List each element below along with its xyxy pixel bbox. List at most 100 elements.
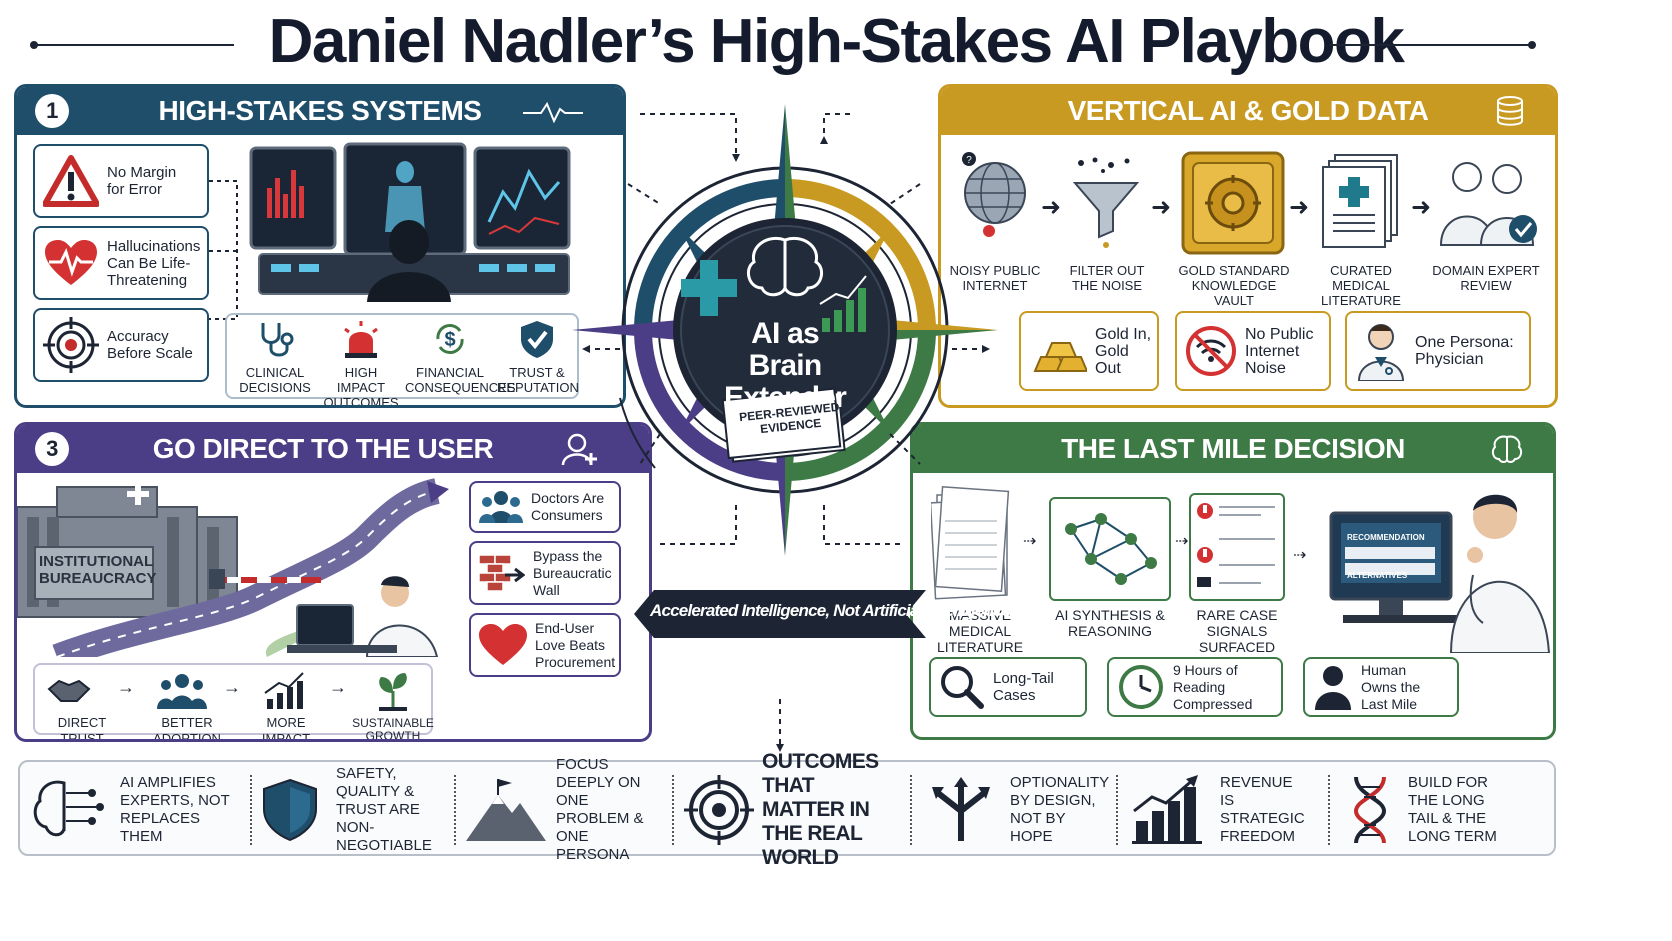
flow-label: GOLD STANDARD KNOWLEDGE VAULT bbox=[1178, 263, 1290, 308]
item-financial: $ FINANCIAL CONSEQUENCES bbox=[405, 319, 516, 395]
card-label: No Margin for Error bbox=[107, 164, 177, 198]
principle-outcomes: OUTCOMES THAT MATTER IN THE REAL WORLD bbox=[684, 750, 904, 869]
principle-label: BUILD FOR THE LONG TAIL & THE LONG TERM bbox=[1408, 774, 1497, 845]
principle-safety: SAFETY, QUALITY & TRUST ARE NON-NEGOTIAB… bbox=[260, 765, 456, 854]
center-title-line2: Brain Extender bbox=[724, 349, 847, 414]
panel-high-stakes-systems: 1 HIGH-STAKES SYSTEMS No Margin for Erro… bbox=[14, 84, 626, 408]
item-high-impact: HIGH IMPACT OUTCOMES bbox=[319, 319, 403, 405]
stethoscope-icon bbox=[261, 323, 294, 357]
title-rule-right bbox=[1330, 44, 1530, 46]
flow-arrow: ➜ bbox=[1151, 194, 1172, 221]
add-user-icon bbox=[561, 433, 597, 466]
clock-icon bbox=[1117, 663, 1165, 711]
principle-long-tail: BUILD FOR THE LONG TAIL & THE LONG TERM bbox=[1348, 770, 1548, 850]
alert-list-icon bbox=[1197, 503, 1275, 587]
panel-last-mile: THE LAST MILE DECISION MASSIVE MEDICAL L… bbox=[910, 422, 1556, 740]
card-human-owns: Human Owns the Last Mile bbox=[1303, 657, 1459, 717]
principle-amplifies: AI AMPLIFIES EXPERTS, NOT REPLACES THEM bbox=[30, 770, 250, 850]
compass-graphic bbox=[572, 104, 998, 556]
principle-focus: FOCUS DEEPLY ON ONE PROBLEM & ONE PERSON… bbox=[464, 756, 672, 863]
step-label: DIRECT TRUST bbox=[57, 715, 107, 742]
growth-chart-icon bbox=[264, 672, 304, 709]
principle-label: SAFETY, QUALITY & TRUST ARE NON-NEGOTIAB… bbox=[336, 765, 432, 854]
panel-header: 1 HIGH-STAKES SYSTEMS bbox=[17, 87, 623, 135]
card-label: End-User Love Beats Procurement bbox=[535, 619, 616, 670]
card-one-persona: One Persona: Physician bbox=[1345, 311, 1531, 391]
bar-growth-icon bbox=[1132, 775, 1202, 844]
card-long-tail: Long-Tail Cases bbox=[929, 657, 1087, 717]
banner-shape bbox=[634, 590, 926, 638]
panel-go-direct: 3 GO DIRECT TO THE USER INSTITUTIONAL BU… bbox=[14, 422, 652, 742]
svg-text:$: $ bbox=[444, 329, 455, 351]
principle-revenue: REVENUE IS STRATEGIC FREEDOM bbox=[1132, 770, 1332, 850]
brain-icon bbox=[1491, 435, 1523, 463]
target-icon bbox=[684, 775, 754, 845]
principle-label: FOCUS DEEPLY ON ONE PROBLEM & ONE PERSON… bbox=[556, 756, 644, 863]
handshake-icon bbox=[47, 679, 91, 702]
panel-heading: VERTICAL AI & GOLD DATA bbox=[1067, 95, 1429, 126]
principle-label: REVENUE IS STRATEGIC FREEDOM bbox=[1220, 774, 1305, 845]
step-label: MORE IMPACT bbox=[261, 715, 311, 742]
card-no-margin: No Margin for Error bbox=[33, 144, 209, 218]
steps-strip bbox=[33, 663, 433, 735]
card-label: Doctors Are Consumers bbox=[531, 490, 605, 523]
people-icon bbox=[479, 489, 523, 525]
heart-icon bbox=[479, 623, 527, 667]
control-room-illustration bbox=[249, 142, 571, 302]
signals-card bbox=[1189, 493, 1285, 601]
card-label: Human Owns the Last Mile bbox=[1361, 661, 1421, 712]
card-label: Gold In, Gold Out bbox=[1095, 325, 1152, 377]
panel-heading: HIGH-STAKES SYSTEMS bbox=[158, 95, 482, 126]
flow-label: AI SYNTHESIS & REASONING bbox=[1055, 607, 1165, 639]
card-gold-in: Gold In, Gold Out bbox=[1019, 311, 1159, 391]
target-icon bbox=[43, 317, 99, 373]
flow-label: NOISY PUBLIC INTERNET bbox=[949, 263, 1041, 293]
dna-icon bbox=[1353, 776, 1387, 844]
card-label: Bypass the Bureaucratic Wall bbox=[533, 547, 612, 598]
separator bbox=[910, 775, 912, 845]
step-arrow: → bbox=[223, 677, 241, 697]
connector-lines bbox=[209, 180, 238, 320]
step-label: SUSTAINABLE GROWTH bbox=[352, 716, 434, 742]
brick-wall-icon bbox=[479, 553, 525, 593]
physician-workstation-illustration bbox=[1329, 494, 1551, 653]
alarm-icon bbox=[344, 321, 378, 358]
shield-check-icon bbox=[521, 321, 553, 358]
card-accuracy: Accuracy Before Scale bbox=[33, 308, 209, 382]
flow-label: MASSIVE MEDICAL LITERATURE bbox=[936, 607, 1024, 655]
flow-label: FILTER OUT THE NOISE bbox=[1069, 263, 1145, 293]
step-arrow: → bbox=[329, 677, 347, 697]
step-arrow: → bbox=[117, 677, 135, 697]
flow-label: DOMAIN EXPERT REVIEW bbox=[1432, 263, 1540, 293]
separator bbox=[250, 775, 252, 845]
database-icon bbox=[1497, 96, 1523, 126]
center-title-line1: AI as bbox=[751, 317, 820, 350]
item-trust: TRUST & REPUTATION bbox=[497, 319, 579, 395]
pulse-line-icon bbox=[523, 101, 583, 123]
flow-arrow: ➜ bbox=[1411, 194, 1432, 221]
principle-label: OUTCOMES THAT MATTER IN THE REAL WORLD bbox=[762, 750, 879, 869]
item-label: HIGH IMPACT OUTCOMES bbox=[323, 365, 399, 408]
step-label: BETTER ADOPTION bbox=[153, 715, 221, 742]
panel-heading: GO DIRECT TO THE USER bbox=[152, 433, 494, 464]
principle-label: OPTIONALITY BY DESIGN, NOT BY HOPE bbox=[1010, 774, 1109, 845]
title-rule-left bbox=[34, 44, 234, 46]
brain-circuit-icon bbox=[33, 780, 104, 837]
flow-arrow: ➜ bbox=[1289, 194, 1310, 221]
principle-label: AI AMPLIFIES EXPERTS, NOT REPLACES THEM bbox=[120, 774, 230, 845]
heart-pulse-icon bbox=[43, 238, 99, 288]
item-label: FINANCIAL CONSEQUENCES bbox=[405, 365, 516, 395]
panel-vertical-ai: VERTICAL AI & GOLD DATA ? NOISY PUBLIC I… bbox=[938, 84, 1558, 408]
card-label: 9 Hours of Reading Compressed bbox=[1173, 661, 1253, 712]
sprout-icon bbox=[379, 673, 407, 711]
person-icon bbox=[1313, 664, 1353, 710]
card-bypass-wall: Bypass the Bureaucratic Wall bbox=[469, 541, 621, 605]
magnifier-icon bbox=[939, 664, 985, 710]
flow-label: RARE CASE SIGNALS SURFACED bbox=[1196, 607, 1278, 655]
principle-optionality: OPTIONALITY BY DESIGN, NOT BY HOPE bbox=[926, 770, 1126, 850]
panel-header: 3 GO DIRECT TO THE USER bbox=[17, 425, 649, 473]
items-strip bbox=[225, 313, 579, 399]
separator bbox=[1116, 775, 1118, 845]
svg-text:?: ? bbox=[966, 155, 972, 166]
banner-text: Accelerated Intelligence, Not Artificial… bbox=[650, 601, 1011, 620]
